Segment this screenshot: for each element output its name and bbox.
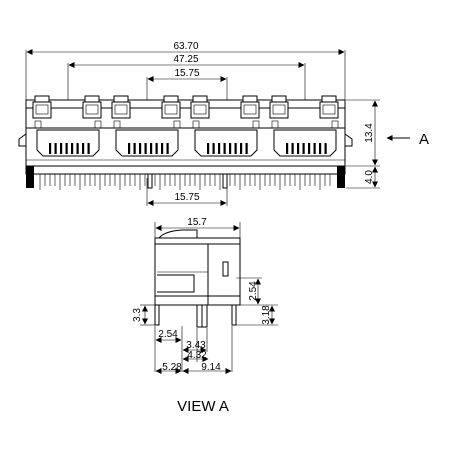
contact-finger [155,143,158,154]
socket-opening [115,129,179,157]
contact-finger [150,143,153,154]
contact-finger [291,143,294,154]
view-arrow-label: A [419,131,429,148]
contact-finger [212,143,215,154]
key-notch [173,120,181,129]
key-notch [252,120,260,129]
pin-height-label: 4.0 [364,170,375,184]
latch-tab [113,95,129,103]
led-window [161,101,181,119]
front-offset-label: 5.28 [162,362,182,373]
contact-finger [65,143,68,154]
key-notch [192,120,200,129]
led-lens [35,104,49,115]
pins [39,173,331,190]
led-lens [164,104,178,115]
led-lens [322,104,336,115]
contact-finger [161,143,164,154]
contact-finger [144,143,147,154]
contact-finger [229,143,232,154]
latch-tab [34,95,50,103]
contact-finger [166,143,169,154]
contact-finger [324,143,327,154]
led-lens [243,104,257,115]
rear-offset-label: 9.14 [201,362,221,373]
contact-finger [297,143,300,154]
side-pin-right [231,304,237,326]
contact-finger [234,143,237,154]
latch-tab [192,95,208,103]
key-notch [94,120,102,129]
contact-finger [207,143,210,154]
depth-label: 15.7 [187,217,207,228]
latch-tab [321,95,337,103]
contact-finger [245,143,248,154]
mounting-peg [147,173,153,189]
latch-tab [163,95,179,103]
side-window [222,261,229,277]
contact-finger [139,143,142,154]
peg-distance-1-label: 3.43 [186,340,206,351]
contact-finger [240,143,243,154]
outer-pitch-label: 47.25 [173,54,198,65]
overall-width-label: 63.70 [173,41,198,52]
port-pitch-top-label: 15.75 [174,68,199,79]
front-view: 63.70 47.25 15.75 15.75 13.4 4. [18,41,429,206]
contact-finger [302,143,305,154]
right-side-tab [344,133,353,147]
contact-finger [76,143,79,154]
key-notch [271,120,279,129]
contact-finger [313,143,316,154]
peg-distance-2-label: 4.32 [187,350,207,361]
pin-spacing-label: 2.54 [158,329,178,340]
led-lens [85,104,99,115]
base-strip [25,165,346,175]
socket-opening [194,129,258,157]
port-1 [32,95,102,157]
led-window [111,101,131,119]
latch-height-label: 2.54 [248,281,259,301]
ports [32,95,339,157]
body-height-label: 13.4 [364,123,375,143]
led-lens [193,104,207,115]
contact-finger [133,143,136,154]
view-caption: VIEW A [177,398,229,415]
port-2 [111,95,181,157]
contact-finger [49,143,52,154]
led-window [190,101,210,119]
contact-finger [54,143,57,154]
key-notch [34,120,42,129]
contact-finger [128,143,131,154]
latch-tab [242,95,258,103]
socket-opening [273,129,337,157]
latch-tab [84,95,100,103]
contact-finger [82,143,85,154]
pin-offset-right-label: 3.18 [261,305,272,325]
contact-finger [286,143,289,154]
port-pitch-bottom-label: 15.75 [174,192,199,203]
side-pin-left [154,304,160,326]
led-lens [272,104,286,115]
contact-finger [223,143,226,154]
latch-tab [271,95,287,103]
contact-finger [218,143,221,154]
left-side-tab [18,133,27,147]
port-4 [269,95,339,157]
led-lens [114,104,128,115]
key-notch [331,120,339,129]
contact-finger [71,143,74,154]
contact-finger [60,143,63,154]
led-window [82,101,102,119]
side-view: 15.7 2.54 3.3 3.18 [132,217,278,415]
contact-finger [87,143,90,154]
key-notch [113,120,121,129]
port-3 [190,95,260,157]
side-body [154,237,241,306]
contact-finger [319,143,322,154]
mounting-peg [222,173,228,189]
pin-offset-left-label: 3.3 [132,308,143,322]
socket-opening [36,129,100,157]
contact-finger [308,143,311,154]
